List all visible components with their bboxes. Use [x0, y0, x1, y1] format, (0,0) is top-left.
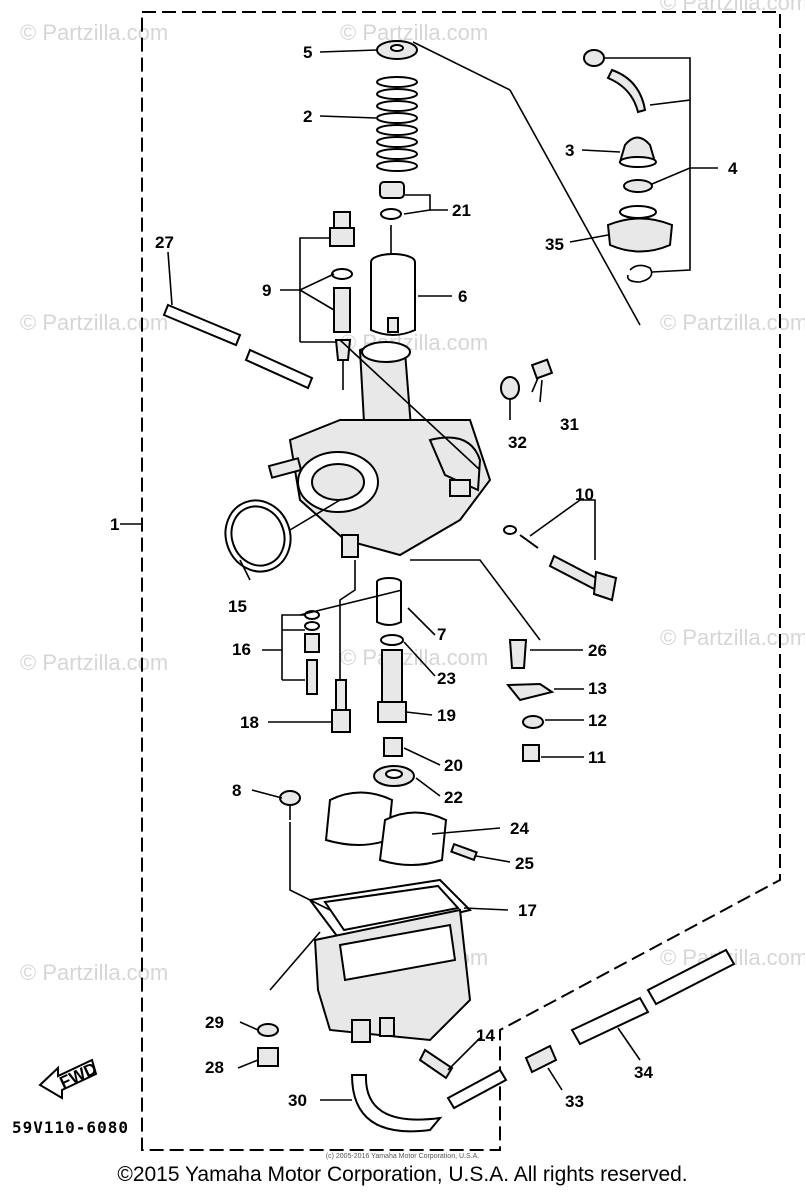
part-21-needle-clip [379, 181, 405, 255]
callout-32: 32 [508, 433, 527, 452]
leader-lines [120, 41, 718, 1101]
watermark: © Partzilla.com [20, 310, 168, 335]
callout-3: 3 [565, 141, 574, 160]
callout-18: 18 [240, 713, 259, 732]
part-17-gasket [308, 878, 472, 942]
callout-17: 17 [518, 901, 537, 920]
callout-31: 31 [560, 415, 579, 434]
callout-25: 25 [515, 854, 534, 873]
part-13-plate [505, 682, 555, 702]
part-12-washer [522, 715, 544, 729]
part-19-main-jet-holder [377, 649, 407, 723]
callout-11: 11 [588, 748, 606, 767]
callout-26: 26 [588, 641, 607, 660]
part-16-pilot-set [304, 610, 320, 695]
callout-20: 20 [444, 756, 463, 775]
fwd-arrow-icon: FWD [38, 1058, 100, 1100]
callout-34: 34 [634, 1063, 653, 1082]
part-24-float [324, 791, 448, 866]
callout-16: 16 [232, 640, 251, 659]
part-31-screw [530, 358, 554, 393]
part-22-washer [373, 765, 415, 787]
part-4-washer [623, 179, 653, 193]
part-14-drain-screw [418, 1048, 454, 1080]
part-8-screw [279, 790, 301, 820]
part-7-needle-jet [376, 577, 402, 626]
small-print: (c) 2005-2016 Yamaha Motor Corporation, … [325, 1153, 480, 1160]
watermark: © Partzilla.com [20, 20, 168, 45]
part-10-screw-set [503, 525, 618, 602]
callout-7: 7 [437, 625, 446, 644]
part-23-o-ring [380, 634, 404, 646]
part-27-hose [162, 303, 314, 390]
watermark: © Partzilla.com [20, 960, 168, 985]
part-4-circlip [626, 264, 653, 283]
watermark: © Partzilla.com [340, 20, 488, 45]
part-34-hose [570, 948, 736, 1046]
callout-30: 30 [288, 1091, 307, 1110]
callout-10: 10 [575, 485, 594, 504]
callout-9: 9 [262, 281, 271, 300]
callout-29: 29 [205, 1013, 224, 1032]
callout-35: 35 [545, 235, 564, 254]
part-9-adjuster [329, 211, 355, 390]
callout-13: 13 [588, 679, 607, 698]
assembly-boundary [141, 11, 781, 1151]
part-3-cap [618, 136, 657, 168]
diagram-code: 59V110-6080 [12, 1118, 129, 1137]
watermark: © Partzilla.com [20, 650, 168, 675]
callout-2: 2 [303, 107, 312, 126]
part-25-pin [450, 842, 478, 862]
callout-28: 28 [205, 1058, 224, 1077]
callout-15: 15 [228, 597, 247, 616]
part-32-washer [500, 376, 520, 400]
float-bowl [313, 908, 472, 1043]
callout-12: 12 [588, 711, 607, 730]
watermark: © Partzilla.com [660, 625, 805, 650]
part-29-washer [257, 1023, 279, 1037]
part-4-cap-assembly [583, 49, 647, 114]
part-5-cap [376, 40, 418, 60]
part-30-drain-hose [350, 1068, 508, 1133]
part-28-drain-plug [257, 1047, 279, 1067]
watermark: © Partzilla.com [660, 945, 805, 970]
part-26-plunger [508, 639, 528, 669]
callout-27: 27 [155, 233, 174, 252]
callout-1: 1 [110, 515, 119, 534]
part-18-jet [331, 679, 351, 733]
callout-22: 22 [444, 788, 463, 807]
copyright-notice: ©2015 Yamaha Motor Corporation, U.S.A. A… [117, 1163, 688, 1186]
part-20-main-jet [383, 737, 403, 757]
part-35-nut [606, 205, 674, 253]
callout-8: 8 [232, 781, 241, 800]
callout-14: 14 [476, 1026, 495, 1045]
fwd-label: FWD [57, 1059, 100, 1093]
callout-33: 33 [565, 1092, 584, 1111]
part-6-throttle-valve [370, 253, 416, 336]
callout-6: 6 [458, 287, 467, 306]
callout-19: 19 [437, 706, 456, 725]
callout-labels: 5 2 3 4 35 21 6 9 27 31 32 10 1 15 16 18… [110, 43, 738, 1111]
watermark: © Partzilla.com [660, 310, 805, 335]
carburetor-body [267, 341, 492, 558]
part-11-screw [522, 744, 540, 762]
part-15-gasket [224, 499, 292, 573]
callout-21: 21 [452, 201, 471, 220]
part-2-spring [376, 76, 418, 172]
callout-23: 23 [437, 669, 456, 688]
callout-5: 5 [303, 43, 312, 62]
callout-24: 24 [510, 819, 529, 838]
watermark: © Partzilla.com [340, 645, 488, 670]
callout-4: 4 [728, 159, 738, 178]
part-33-fitting [524, 1044, 558, 1074]
